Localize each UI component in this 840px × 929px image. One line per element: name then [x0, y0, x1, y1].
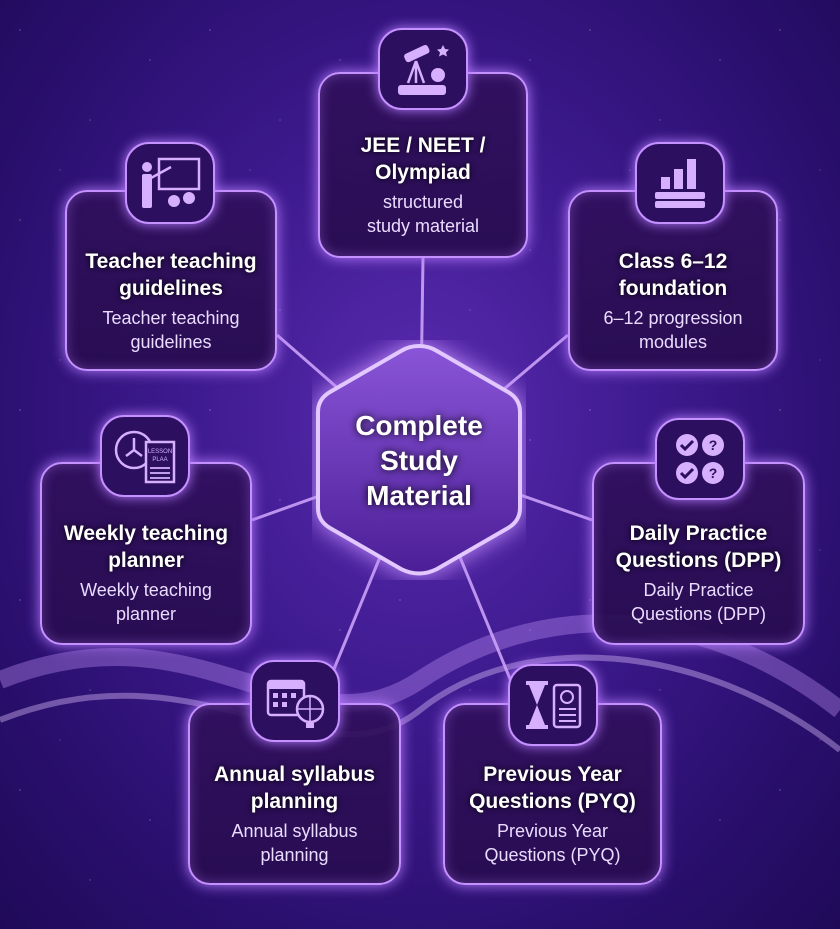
- clock-lesson-plan-icon: LESSON PLAA: [100, 415, 190, 497]
- center-title-line: Study: [380, 445, 458, 476]
- svg-text:?: ?: [709, 437, 718, 453]
- books-bar-chart-icon: [635, 142, 725, 224]
- center-title-line: Complete: [355, 410, 483, 441]
- svg-text:PLAA: PLAA: [152, 457, 167, 463]
- center-hexagon: [316, 343, 522, 576]
- svg-text:LESSON: LESSON: [148, 449, 172, 455]
- calendar-globe-icon: [250, 660, 340, 742]
- check-question-icon: ??: [655, 418, 745, 500]
- svg-text:?: ?: [709, 465, 718, 481]
- center-title-line: Material: [366, 480, 472, 511]
- telescope-books-icon: [378, 28, 468, 110]
- hourglass-scroll-icon: [508, 664, 598, 746]
- center-title: Complete Study Material: [312, 408, 526, 513]
- card-title: JEE / NEET /Olympiad: [360, 134, 486, 184]
- teacher-board-gears-icon: [125, 142, 215, 224]
